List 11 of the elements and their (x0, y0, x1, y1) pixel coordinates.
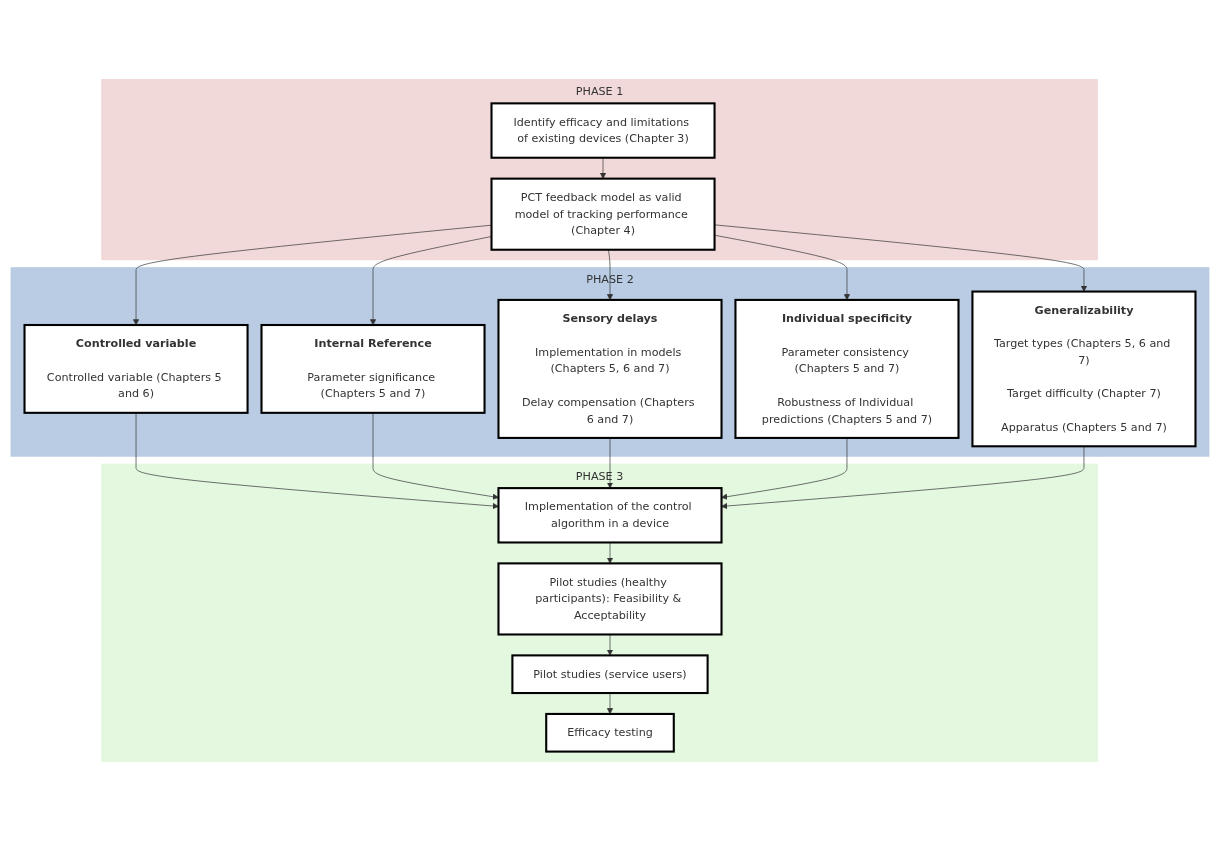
node-box: Sensory delays Implementation in models (Chapters 5, 6 and 7) Delay compensation (Chapters 6 and 7) (496, 298, 723, 439)
node-box: Identify efficacy and limitations of existing devices (Chapter 3) (489, 102, 716, 159)
node-box: Individual specificity Parameter consistency (Chapters 5 and 7) Robustness of Individual predictions (Chapters 5 and 7) (733, 298, 960, 439)
node-box: Pilot studies (service users) (510, 654, 709, 695)
node-box: Implementation of the control algorithm in a device (496, 487, 723, 544)
node-box: Pilot studies (healthy participants): Feasibility & Acceptability (496, 562, 723, 636)
node-box: Internal Reference Parameter significance (Chapters 5 and 7) (259, 323, 486, 414)
node-box: PCT feedback model as valid model of tracking performance (Chapter 4) (489, 177, 716, 251)
node-box: Controlled variable Controlled variable (Chapters 5 and 6) (22, 323, 249, 414)
node-box: Efficacy testing (544, 712, 675, 753)
node-box: Generalizability Target types (Chapters 5, 6 and 7) Target difficulty (Chapter 7) Apparatus (Chapters 5 and 7) (970, 290, 1197, 448)
